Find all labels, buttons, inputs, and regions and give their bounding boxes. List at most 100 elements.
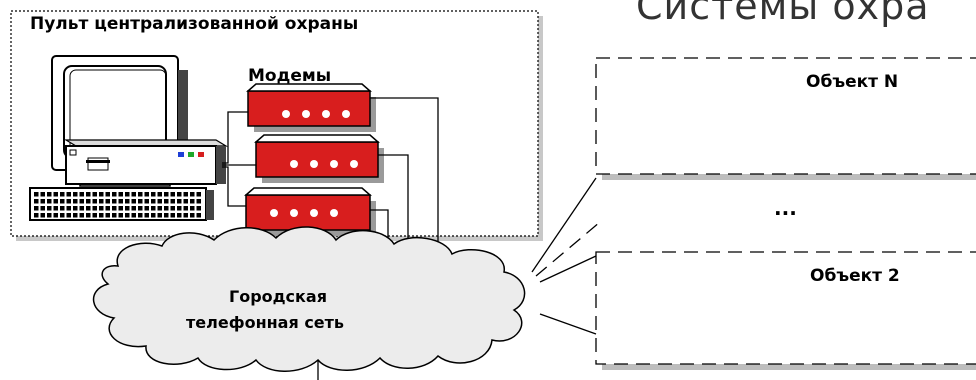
keyboard-key xyxy=(47,199,52,204)
phone-network-cloud xyxy=(92,226,526,372)
keyboard-key xyxy=(125,206,130,211)
keyboard-key xyxy=(131,213,136,218)
object-n-label: Объект N xyxy=(806,72,899,92)
keyboard-key xyxy=(138,206,143,211)
keyboard-key xyxy=(92,192,97,197)
keyboard-key xyxy=(66,199,71,204)
keyboard-key xyxy=(131,192,136,197)
keyboard-key xyxy=(125,192,130,197)
keyboard-key xyxy=(131,199,136,204)
network-label-line1: Городская xyxy=(229,287,327,306)
keyboard-key xyxy=(118,206,123,211)
keyboard-key xyxy=(183,206,188,211)
object-2-box xyxy=(595,251,976,370)
keyboard-key xyxy=(125,213,130,218)
keyboard-key xyxy=(40,213,45,218)
keyboard-key xyxy=(112,192,117,197)
keyboard-key xyxy=(112,206,117,211)
keyboard-key xyxy=(196,206,201,211)
keyboard-key xyxy=(190,199,195,204)
keyboard-key xyxy=(144,213,149,218)
keyboard-key xyxy=(79,192,84,197)
computer-modem-wires xyxy=(222,111,258,207)
keyboard-key xyxy=(157,192,162,197)
keyboard-key xyxy=(118,192,123,197)
keyboard-key xyxy=(131,206,136,211)
keyboard-key xyxy=(60,199,65,204)
keyboard-key xyxy=(86,206,91,211)
keyboard-key xyxy=(170,213,175,218)
keyboard-key xyxy=(183,213,188,218)
keyboard-key xyxy=(40,192,45,197)
keyboard-key xyxy=(34,192,39,197)
keyboard-key xyxy=(196,192,201,197)
keyboard-key xyxy=(79,199,84,204)
keyboard-key xyxy=(105,213,110,218)
keyboard-key xyxy=(177,192,182,197)
keyboard-key xyxy=(183,192,188,197)
keyboard-icon xyxy=(29,187,214,221)
keyboard-key xyxy=(60,192,65,197)
modem-1 xyxy=(246,83,376,132)
keyboard-key xyxy=(66,213,71,218)
keyboard-key xyxy=(151,192,156,197)
keyboard-key xyxy=(40,206,45,211)
keyboard-key xyxy=(164,192,169,197)
keyboard-key xyxy=(34,206,39,211)
keyboard-key xyxy=(138,192,143,197)
keyboard-key xyxy=(40,199,45,204)
keyboard-key xyxy=(151,199,156,204)
keyboard-key xyxy=(105,206,110,211)
keyboard-key xyxy=(105,192,110,197)
keyboard-key xyxy=(177,199,182,204)
keyboard-key xyxy=(86,213,91,218)
keyboard-key xyxy=(138,199,143,204)
keyboard-key xyxy=(190,213,195,218)
keyboard-key xyxy=(34,213,39,218)
keyboard-key xyxy=(144,192,149,197)
keyboard-key xyxy=(99,192,104,197)
keyboard-key xyxy=(112,199,117,204)
keyboard-key xyxy=(92,199,97,204)
keyboard-key xyxy=(53,199,58,204)
keyboard-key xyxy=(157,199,162,204)
keyboard-key xyxy=(66,192,71,197)
keyboard-key xyxy=(53,206,58,211)
keyboard-key xyxy=(112,213,117,218)
keyboard-key xyxy=(190,206,195,211)
keyboard-key xyxy=(164,199,169,204)
keyboard-key xyxy=(196,213,201,218)
keyboard-key xyxy=(99,213,104,218)
keyboard-key xyxy=(118,199,123,204)
network-label-line2: телефонная сеть xyxy=(186,313,345,332)
object-2-label: Объект 2 xyxy=(810,266,900,286)
objects-ellipsis: ... xyxy=(774,196,797,220)
keyboard-key xyxy=(66,206,71,211)
keyboard-key xyxy=(151,206,156,211)
keyboard-key xyxy=(164,213,169,218)
keyboard-key xyxy=(170,206,175,211)
keyboard-key xyxy=(34,199,39,204)
modem-2 xyxy=(254,134,384,183)
slide-title: Системы охра xyxy=(636,0,930,28)
keyboard-key xyxy=(125,199,130,204)
keyboard-key xyxy=(138,213,143,218)
keyboard-key xyxy=(157,206,162,211)
keyboard-key xyxy=(144,206,149,211)
keyboard-key xyxy=(164,206,169,211)
keyboard-key xyxy=(86,199,91,204)
keyboard-key xyxy=(118,213,123,218)
keyboard-key xyxy=(47,206,52,211)
object-n-box xyxy=(595,57,976,180)
keyboard-key xyxy=(92,206,97,211)
keyboard-key xyxy=(73,213,78,218)
keyboard-key xyxy=(177,206,182,211)
keyboard-key xyxy=(99,199,104,204)
keyboard-key xyxy=(190,192,195,197)
keyboard-key xyxy=(79,213,84,218)
station-label: Пульт централизованной охраны xyxy=(30,14,359,34)
keyboard-key xyxy=(105,199,110,204)
keyboard-key xyxy=(53,213,58,218)
keyboard-key xyxy=(73,192,78,197)
keyboard-key xyxy=(47,192,52,197)
